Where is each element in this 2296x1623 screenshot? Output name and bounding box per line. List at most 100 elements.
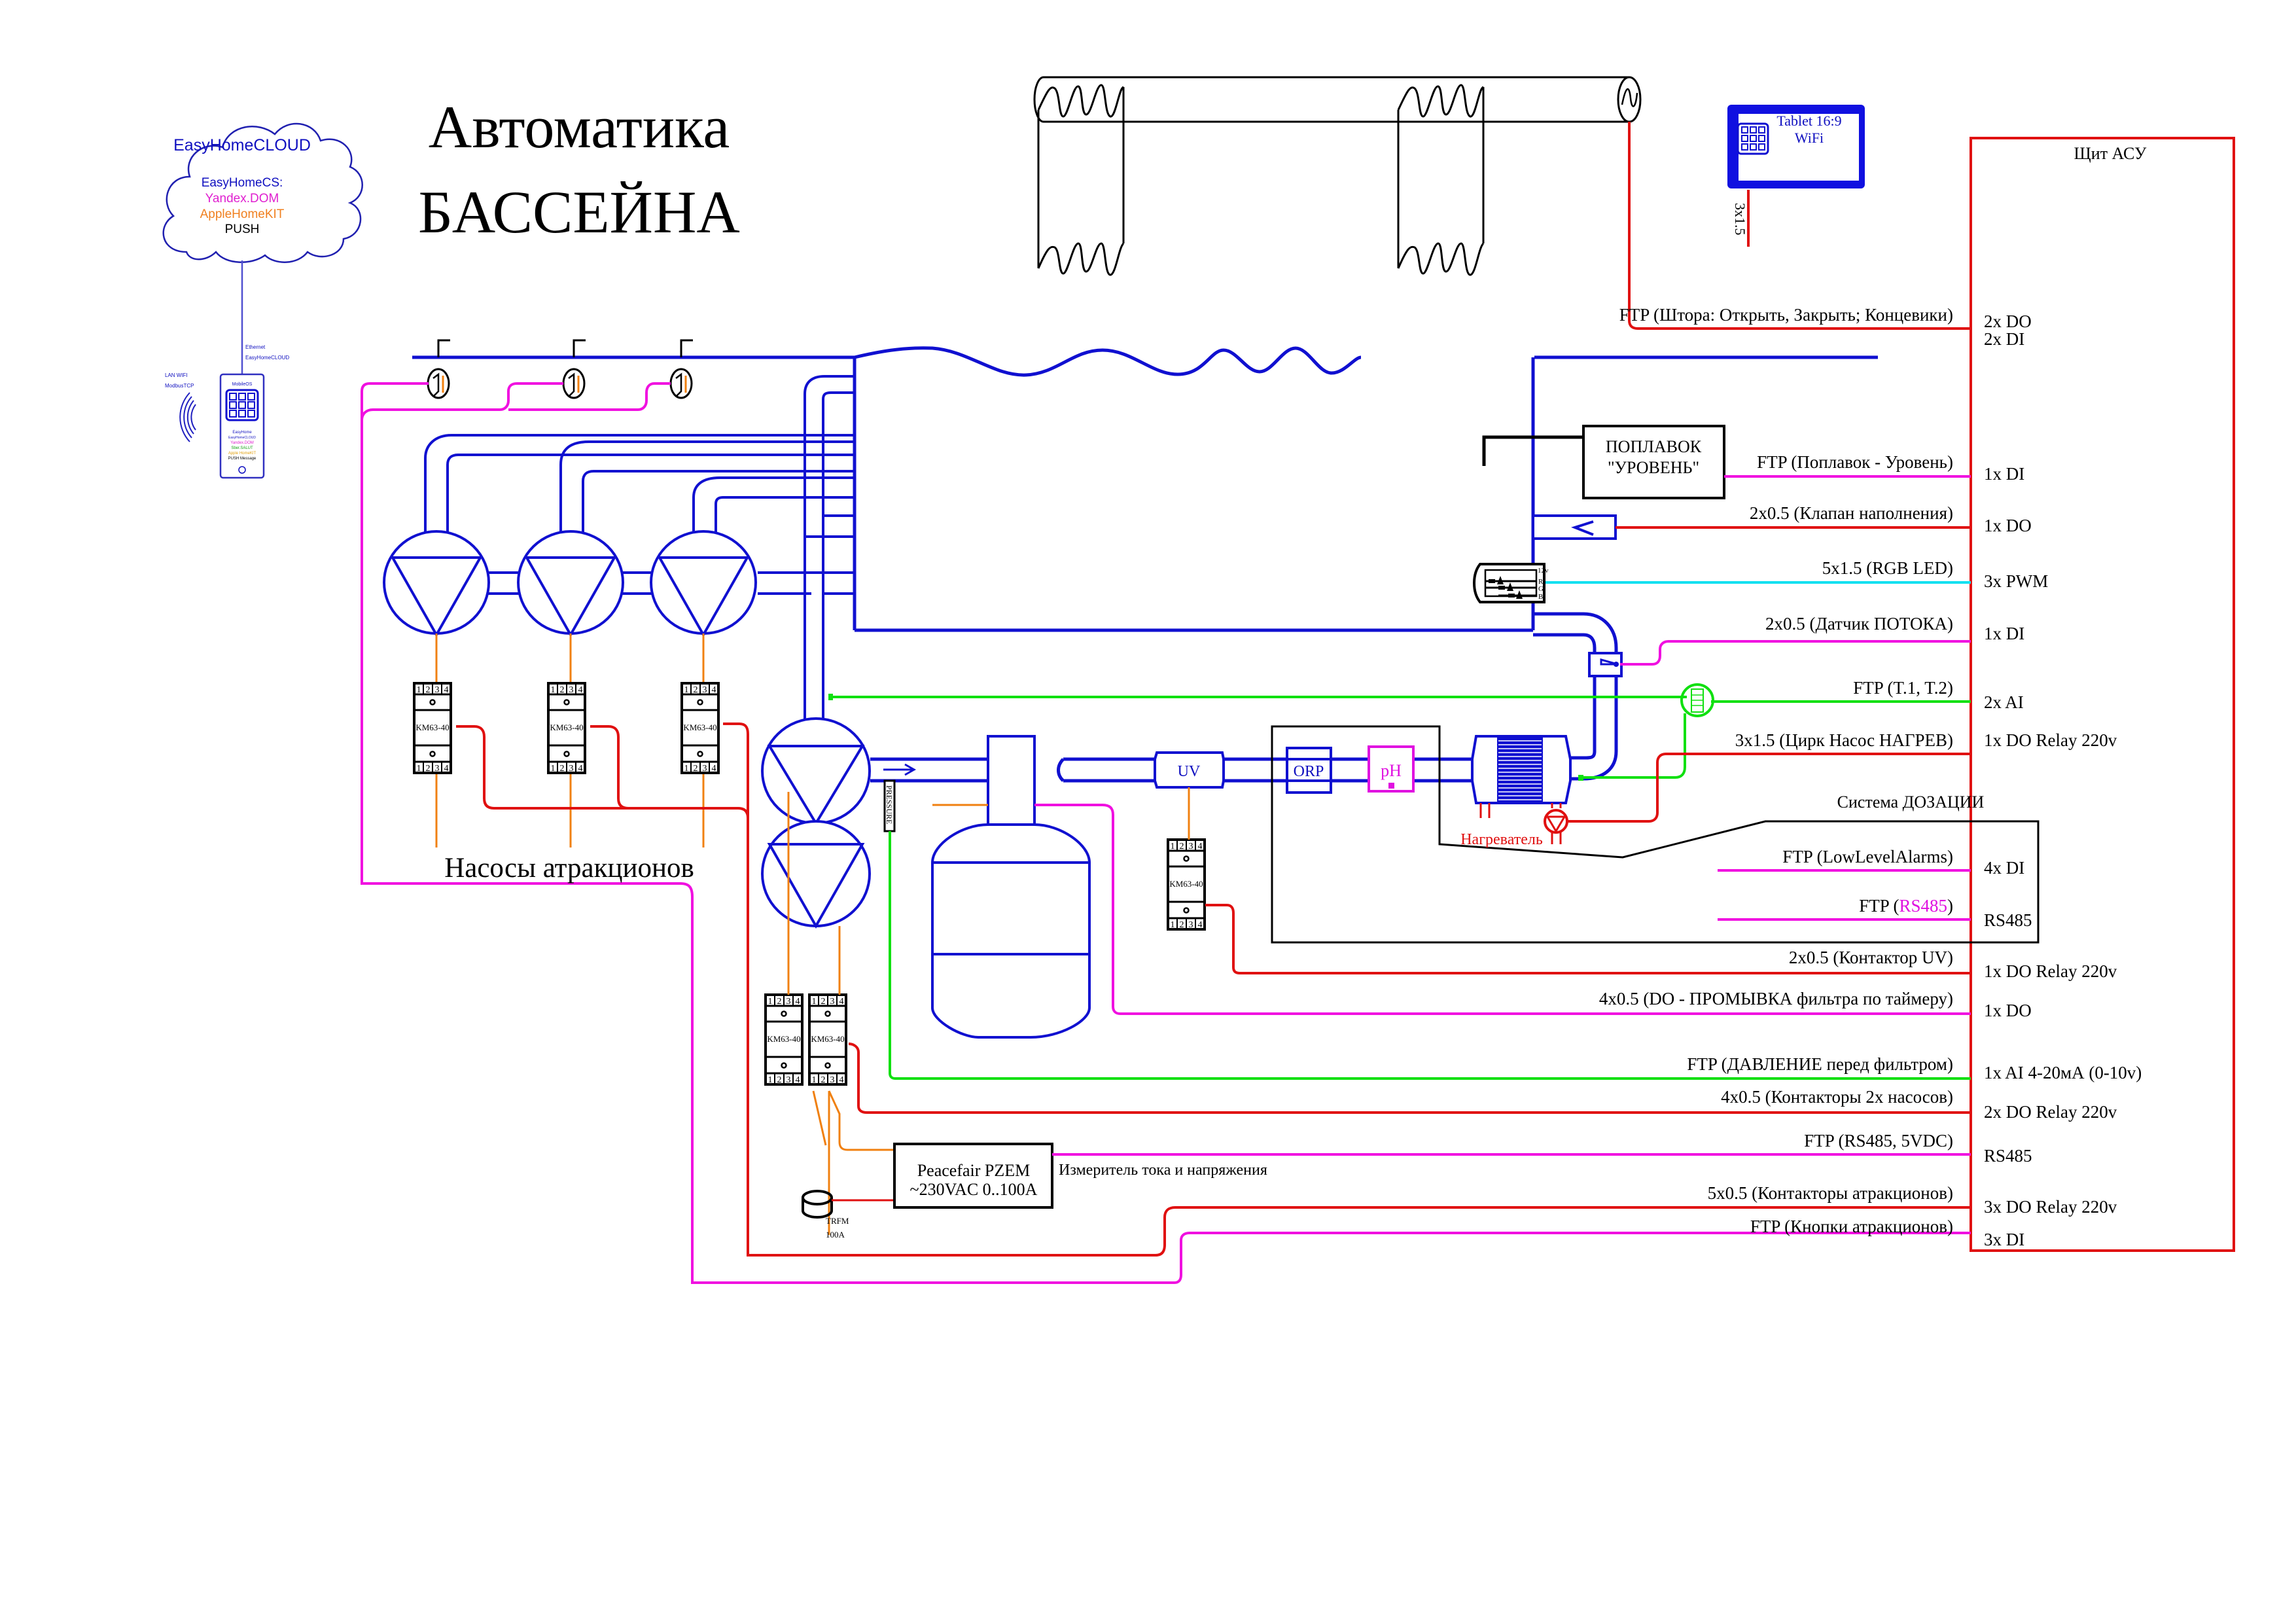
- terminal-number: 2: [821, 1075, 826, 1085]
- cable-label: FTP (ДАВЛЕНИЕ перед фильтром): [1687, 1054, 1953, 1074]
- temperature-sensor-hub[interactable]: [1680, 683, 1714, 717]
- heating-circulation-pump[interactable]: [1544, 809, 1568, 844]
- connection-row: 3x1.5 (Цирк Насос НАГРЕВ) 1x DO Relay 220…: [1735, 730, 2117, 750]
- contactor-model-label: KM63-40: [415, 722, 449, 732]
- attraction-pump-2[interactable]: [517, 530, 624, 638]
- ph-sensor[interactable]: pH: [1368, 745, 1415, 793]
- terminal-number: 2: [821, 997, 826, 1007]
- io-spec-label: 1x DO Relay 220v: [1984, 730, 2117, 750]
- io-spec-label: 3x PWM: [1984, 571, 2048, 591]
- cable-label: 4x0.5 (DO - ПРОМЫВКА фильтра по таймеру): [1599, 989, 1953, 1008]
- lamp-3[interactable]: [669, 339, 693, 399]
- heat-exchanger[interactable]: [1471, 735, 1572, 818]
- pool-basin: [412, 346, 1878, 632]
- cable-label: 3x1.5 (Цирк Насос НАГРЕВ): [1735, 730, 1953, 750]
- connection-row: 2x0.5 (Клапан наполнения)1x DO: [1750, 503, 2032, 535]
- control-panel-title: Щит АСУ: [2074, 144, 2147, 163]
- flow-direction-arrow-icon: [883, 763, 917, 776]
- pressure-sensor[interactable]: PRESSURE: [883, 779, 896, 832]
- orp-sensor[interactable]: ORP: [1286, 747, 1332, 794]
- terminal-number: 3: [786, 1075, 791, 1085]
- connection-row: FTP (T.1, T.2)2x AI: [1853, 678, 2024, 712]
- cable-label: FTP (LowLevelAlarms): [1782, 847, 1953, 866]
- float-level-sensor[interactable]: ПОПЛАВОК "УРОВЕНЬ": [1482, 425, 1725, 499]
- connection-row: 5x1.5 (RGB LED)3x PWM: [1822, 558, 2049, 591]
- io-spec-label: 1x AI 4-20мА (0-10v): [1984, 1063, 2142, 1082]
- sand-filter[interactable]: [931, 735, 1091, 1039]
- rgb-label-r: R: [1538, 578, 1544, 586]
- flow-sensor[interactable]: [1588, 652, 1623, 677]
- io-spec-label: RS485: [1984, 910, 2032, 930]
- trfm-label-2: 100A: [826, 1230, 845, 1240]
- attraction-pumps: Насосы атракционов: [361, 339, 1971, 1284]
- uv-label: UV: [1178, 763, 1201, 780]
- pump-power-metering: TRFM 100A Peacefair PZEM ~230VAC 0..100A…: [787, 792, 1971, 1240]
- circulation-pump-2[interactable]: [761, 820, 871, 929]
- mobile-phone[interactable]: Ethernet EasyHomeCLOUD LAN WIFI ModbusTC…: [165, 344, 289, 479]
- terminal-number: 1: [1171, 920, 1175, 930]
- dosing-system-box: [1271, 725, 2040, 944]
- terminal-number: 1: [551, 764, 556, 774]
- connection-row: FTP (Поплавок - Уровень)1x DI: [1757, 452, 2024, 484]
- float-sensor-label-1: ПОПЛАВОК: [1606, 437, 1702, 456]
- io-spec-label: 3x DO Relay 220v: [1984, 1197, 2117, 1217]
- cable-label: 5x0.5 (Контакторы атракционов): [1708, 1183, 1953, 1203]
- terminal-number: 4: [444, 685, 449, 695]
- connection-labels: FTP (Штора: Открыть, Закрыть; Концевики)…: [1599, 305, 2142, 1249]
- terminal-number: 4: [839, 1075, 844, 1085]
- circulation-pump-1[interactable]: [761, 717, 871, 826]
- pzem-meter[interactable]: Peacefair PZEM ~230VAC 0..100A: [893, 1143, 1053, 1209]
- lamp-2[interactable]: [562, 339, 586, 399]
- terminal-number: 3: [1189, 842, 1193, 851]
- heater-label: Нагреватель: [1460, 831, 1543, 848]
- rgb-led-light[interactable]: 12v R G B: [1473, 563, 1549, 603]
- connection-row: 5x0.5 (Контакторы атракционов) 3x DO Rela…: [1708, 1183, 2117, 1217]
- valve-arrow-icon: [1571, 520, 1594, 536]
- pzem-label-2: ~230VAC 0..100A: [910, 1180, 1038, 1199]
- connection-row: 2x0.5 (Датчик ПОТОКА)1x DI: [1765, 614, 2024, 643]
- rgb-label-b: B: [1538, 593, 1543, 601]
- terminal-number: 3: [435, 685, 440, 695]
- led-icon: [1489, 576, 1523, 599]
- connection-row: FTP (ДАВЛЕНИЕ перед фильтром) 1x AI 4-20м…: [1687, 1054, 2142, 1082]
- phone-app-yandex: Yandex.DOM: [230, 441, 254, 445]
- terminal-number: 2: [777, 997, 782, 1007]
- tablet-wifi[interactable]: Tablet 16:9 WiFi: [1727, 105, 1865, 188]
- tablet-wifi-label: WiFi: [1795, 130, 1824, 146]
- float-sensor-box: [1582, 425, 1725, 499]
- terminal-number: 4: [796, 997, 800, 1007]
- app-grid-icon: [1737, 122, 1769, 155]
- phone-app-apple: Apple HomeKIT: [228, 452, 256, 455]
- contactor-model-label: KM63-40: [550, 722, 583, 732]
- attraction-pump-3[interactable]: [650, 530, 757, 638]
- phone-app-easyhome: EasyHome: [232, 431, 252, 435]
- fill-valve[interactable]: [1532, 514, 1617, 540]
- easyhome-cloud[interactable]: EasyHomeCLOUD EasyHomeCS: Yandex.DOM App…: [162, 122, 363, 263]
- terminal-number: 2: [426, 685, 431, 695]
- phone-app-push: PUSH Message: [228, 457, 256, 461]
- cloud-title: EasyHomeCLOUD: [173, 136, 311, 154]
- uv-lamp[interactable]: UV: [1154, 751, 1225, 789]
- pzem-label-1: Peacefair PZEM: [917, 1161, 1031, 1180]
- diagram-title: Автоматика БАССЕЙНА: [418, 94, 740, 245]
- cable-label: 2x0.5 (Датчик ПОТОКА): [1765, 614, 1953, 633]
- terminal-number: 4: [578, 685, 583, 695]
- contactor-model-label: KM63-40: [1169, 879, 1203, 889]
- current-transformer[interactable]: TRFM 100A: [802, 1190, 849, 1240]
- tablet-title: Tablet 16:9: [1776, 113, 1841, 129]
- control-panel[interactable]: Щит АСУ: [1969, 137, 2235, 1252]
- terminal-number: 4: [712, 685, 716, 695]
- io-spec-label: 1x DI: [1984, 464, 2024, 484]
- attraction-pump-1[interactable]: [383, 530, 490, 638]
- contactor-model-label: KM63-40: [811, 1034, 844, 1044]
- curtain-panel-left: [1037, 84, 1125, 276]
- terminal-number: 1: [768, 997, 773, 1007]
- connection-row: 2x0.5 (Контактор UV)1x DO Relay 220v: [1789, 948, 2117, 981]
- lamp-1[interactable]: [427, 339, 450, 399]
